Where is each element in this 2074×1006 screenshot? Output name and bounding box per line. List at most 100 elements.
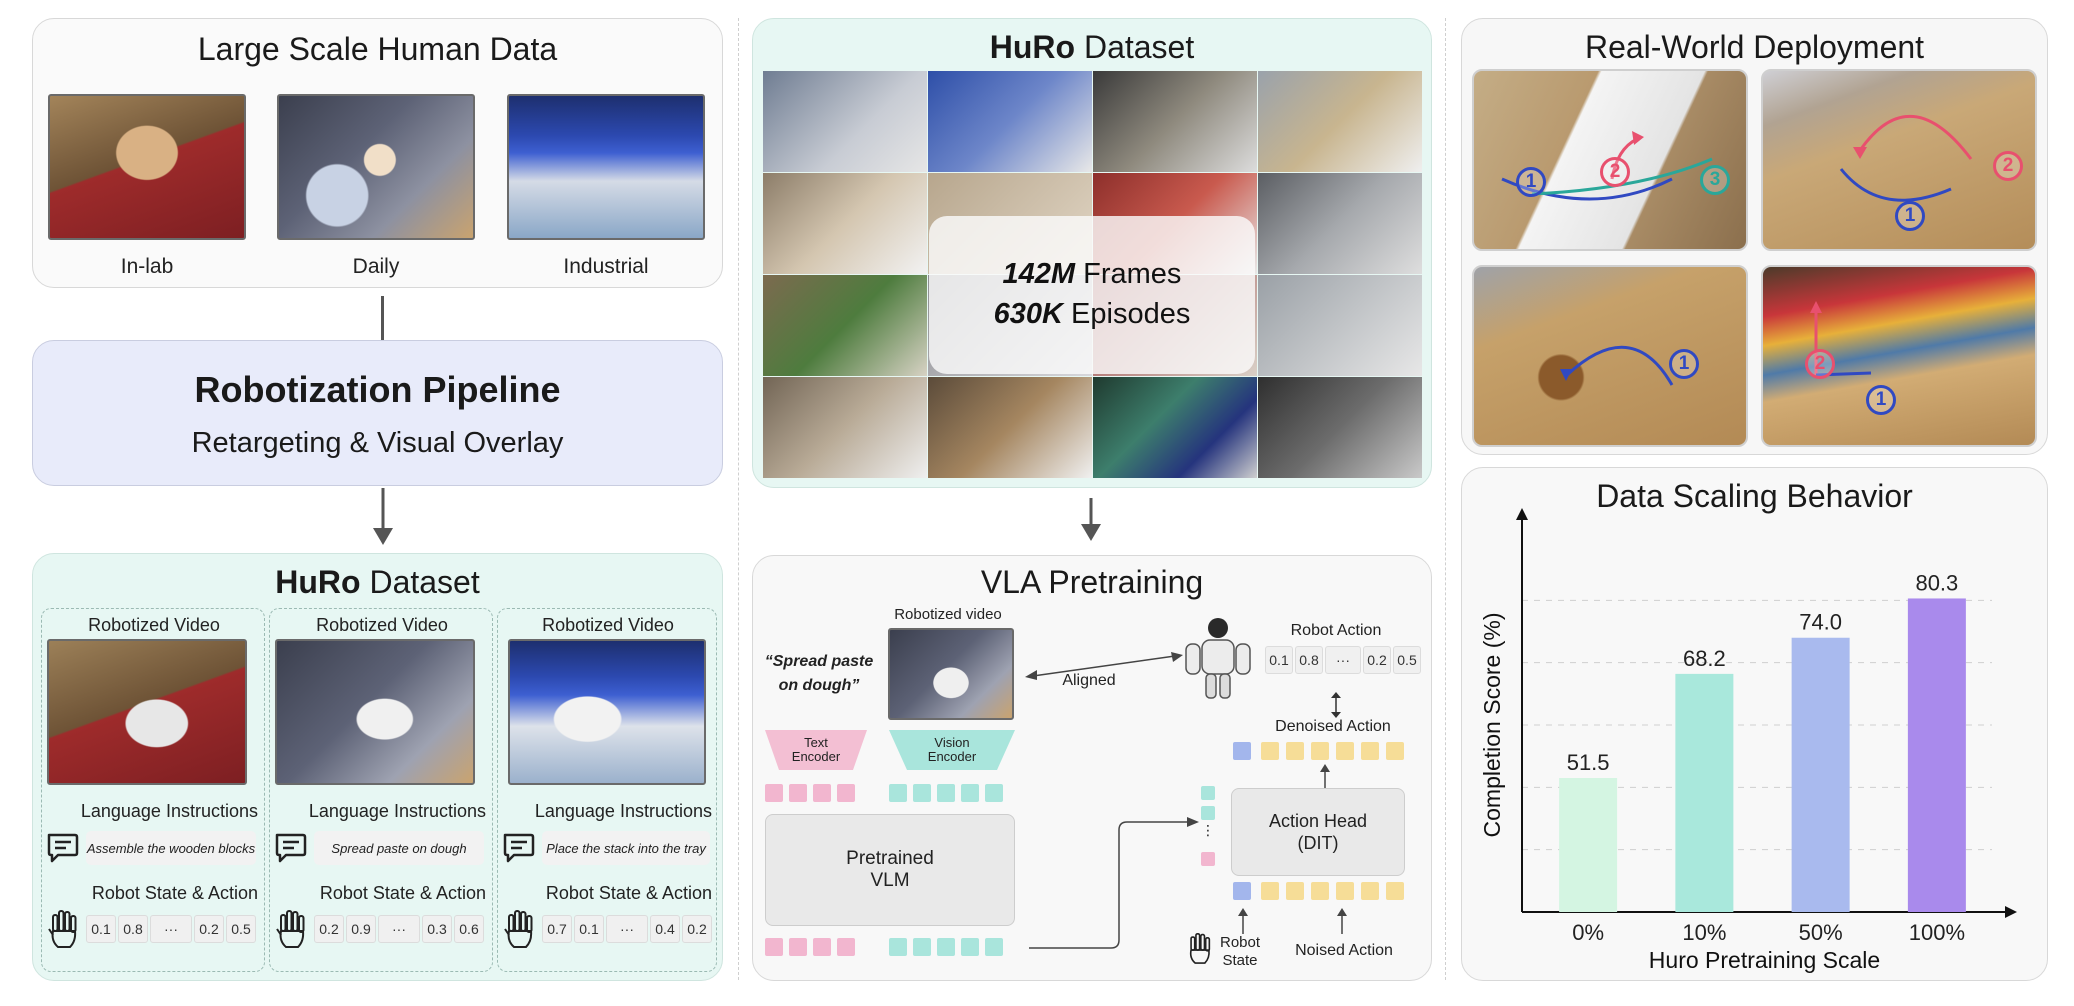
in-lab-photo	[48, 94, 246, 240]
text-token	[789, 938, 807, 956]
state-value: 0.7	[542, 915, 572, 943]
vlm-label: Pretrained VLM	[846, 848, 934, 891]
robotized-video-frame-3	[508, 639, 706, 785]
action-token	[1311, 882, 1329, 900]
mosaic-tile	[928, 377, 1092, 478]
state-value: 0.8	[118, 915, 148, 943]
step-marker: 2	[1805, 349, 1835, 379]
step-marker: 1	[1895, 201, 1925, 231]
vision-token	[961, 784, 979, 802]
state-value: ···	[378, 915, 420, 943]
bar	[1559, 777, 1618, 912]
text-token	[765, 938, 783, 956]
bar	[1675, 673, 1734, 912]
x-axis-arrow	[2005, 906, 2017, 918]
robot-state-label: Robot State & Action	[545, 883, 712, 903]
context-ellipsis: ⋮	[1201, 822, 1215, 838]
state-value: 0.4	[650, 915, 680, 943]
vla-title: VLA Pretraining	[980, 564, 1204, 600]
vision-token	[913, 938, 931, 956]
state-value: ···	[606, 915, 648, 943]
vision-token	[985, 938, 1003, 956]
aligned-arrow	[1025, 652, 1183, 680]
action-token	[1286, 882, 1304, 900]
state-value: 0.2	[194, 915, 224, 943]
context-token	[1201, 786, 1215, 800]
real-world-deployment-panel: Real-World Deployment 1 2 3 1 2 1 2 1	[1461, 18, 2048, 455]
step-marker: 1	[1866, 385, 1896, 415]
x-tick-label: 50%	[1799, 920, 1843, 945]
pipeline-title: Robotization Pipeline	[194, 369, 561, 410]
mosaic-tile	[1093, 377, 1257, 478]
down-arrow-left	[373, 488, 393, 545]
human-data-title: Large Scale Human Data	[197, 31, 558, 67]
mosaic-tile	[763, 173, 927, 274]
mosaic-tile	[1258, 377, 1422, 478]
text-encoder-label: Text Encoder	[791, 735, 841, 764]
bar	[1791, 637, 1850, 912]
state-value: ···	[150, 915, 192, 943]
huro-card-2: Robotized Video Language Instructions Sp…	[269, 608, 493, 972]
human-data-panel: Large Scale Human Data In-lab Daily Indu…	[32, 18, 723, 288]
huro-left-title: HuRo Dataset	[275, 564, 480, 600]
instruction-text: Spread paste on dough	[314, 831, 484, 865]
action-value: 0.5	[1393, 646, 1421, 674]
robot-hand-icon	[276, 910, 305, 948]
state-token	[1233, 882, 1251, 900]
step-marker: 2	[1993, 151, 2023, 181]
mosaic-tile	[763, 377, 927, 478]
x-tick-label: 10%	[1682, 920, 1726, 945]
step-marker: 1	[1516, 167, 1546, 197]
source-label-industrial: Industrial	[563, 255, 649, 278]
vision-token	[889, 784, 907, 802]
state-value: 0.6	[454, 915, 484, 943]
robotization-pipeline-panel: Robotization Pipeline Retargeting & Visu…	[32, 340, 723, 486]
language-instructions-label: Language Instructions	[308, 801, 486, 821]
robotized-video-frame-2	[275, 639, 475, 785]
state-value: 0.3	[422, 915, 452, 943]
bar-value-label: 74.0	[1799, 610, 1842, 635]
trajectory-overlay-2	[1839, 114, 1973, 202]
robot-hand-icon	[1189, 932, 1211, 964]
action-head-box: Action Head (DIT)	[1231, 788, 1405, 876]
step-marker: 2	[1600, 157, 1630, 187]
robot-state-label: Robot State & Action	[91, 883, 258, 903]
vision-token	[889, 938, 907, 956]
action-token	[1386, 742, 1404, 760]
state-value: 0.1	[574, 915, 604, 943]
huro-card-3: Robotized Video Language Instructions Pl…	[497, 608, 717, 972]
down-arrow-middle	[1081, 498, 1101, 541]
column-divider-2	[1445, 18, 1446, 980]
source-label-in-lab: In-lab	[120, 255, 174, 278]
robotized-video-label: Robotized Video	[88, 615, 220, 635]
x-axis-label: Huro Pretraining Scale	[1649, 947, 1880, 973]
robot-action-label: Robot Action	[1290, 622, 1382, 639]
y-axis-label: Completion Score (%)	[1479, 613, 1505, 838]
action-value: 0.2	[1363, 646, 1391, 674]
robotized-video-frame-1	[47, 639, 247, 785]
action-value: ···	[1325, 646, 1361, 674]
state-value: 0.2	[682, 915, 712, 943]
action-token	[1336, 742, 1354, 760]
vision-token	[937, 938, 955, 956]
action-token	[1261, 742, 1279, 760]
source-label-daily: Daily	[352, 255, 400, 278]
text-token	[813, 938, 831, 956]
x-tick-label: 100%	[1909, 920, 1965, 945]
state-values: 0.2 0.9 ··· 0.3 0.6	[314, 915, 484, 943]
robot-hand-icon	[504, 910, 533, 948]
text-token	[813, 784, 831, 802]
text-encoder-shape	[765, 730, 867, 770]
robot-action-values: 0.1 0.8 ··· 0.2 0.5	[1265, 646, 1421, 674]
stats-overlay: 142M Frames 630K Episodes	[929, 216, 1255, 374]
episodes-stat: 630K Episodes	[993, 298, 1191, 330]
mosaic-tile	[1258, 275, 1422, 376]
deployment-photo-bowl	[1472, 265, 1748, 447]
step-marker: 1	[1669, 349, 1699, 379]
language-instructions-label: Language Instructions	[534, 801, 712, 821]
robotized-video-label: Robotized Video	[316, 615, 448, 635]
mosaic-tile	[1258, 173, 1422, 274]
state-values: 0.7 0.1 ··· 0.4 0.2	[542, 915, 712, 943]
